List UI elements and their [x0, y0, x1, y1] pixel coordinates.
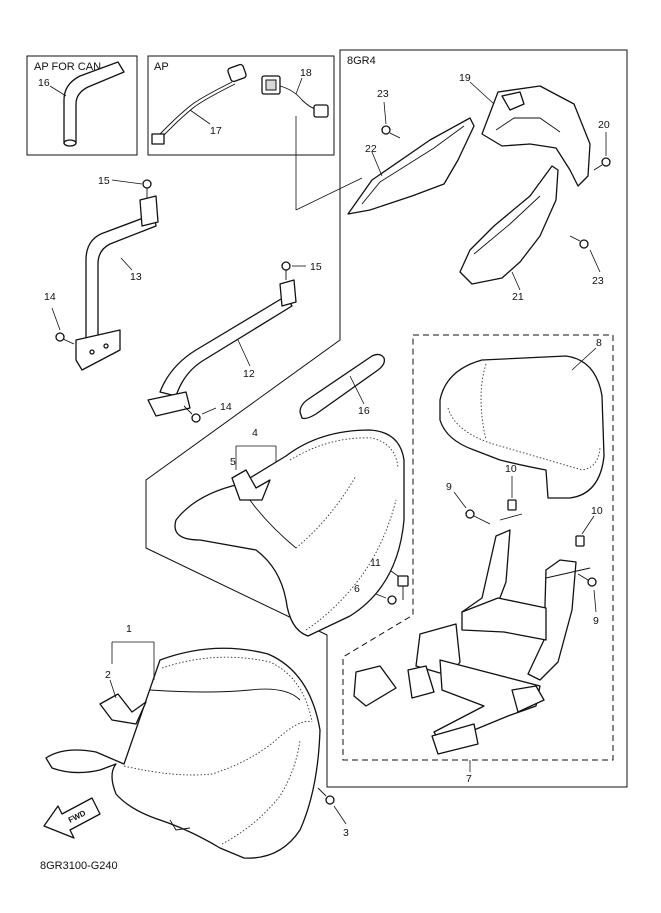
- callout-9-right: 9: [593, 615, 599, 627]
- callout-3: 3: [343, 827, 349, 839]
- callout-16-main: 16: [358, 405, 370, 417]
- sensor-18: [261, 75, 363, 211]
- box-ap: AP: [147, 55, 335, 156]
- collar-10-right: [575, 515, 595, 547]
- callout-6: 6: [354, 583, 360, 595]
- front-seat-1: [45, 641, 321, 859]
- grab-bar-13: [75, 195, 159, 371]
- bolt-14-center: [183, 405, 217, 423]
- bolt-9-left: [453, 491, 491, 525]
- bolt-14-left: [51, 307, 75, 345]
- box-8gr4: 8GR4: [145, 49, 628, 788]
- box-title-ap: AP: [154, 61, 169, 73]
- callout-18: 18: [300, 67, 312, 79]
- backrest-bracket-7: [353, 513, 591, 772]
- grab-bar-12: [147, 279, 297, 417]
- bolt-23-upper: [381, 101, 401, 139]
- bolt-3: [317, 787, 347, 825]
- callout-15-upper: 15: [98, 175, 110, 187]
- callout-2: 2: [105, 669, 111, 681]
- bolt-15-lower: [281, 261, 306, 280]
- callout-16-ap-for-can: 16: [38, 77, 50, 89]
- callout-5: 5: [230, 456, 236, 468]
- callout-8: 8: [596, 337, 602, 349]
- callout-14-left: 14: [44, 291, 56, 303]
- callout-15-lower: 15: [310, 261, 322, 273]
- rear-seat-4: [174, 429, 405, 637]
- callout-11: 11: [370, 557, 381, 569]
- hose-16-ap-for-can: [49, 61, 125, 147]
- bolt-15-upper: [111, 179, 152, 198]
- callout-19: 19: [459, 72, 471, 84]
- bolt-9-right: [577, 573, 597, 613]
- box-ap-for-can: AP FOR CAN: [26, 55, 138, 156]
- side-cover-21: [459, 165, 559, 291]
- callout-1: 1: [126, 623, 132, 635]
- callout-4: 4: [252, 427, 258, 439]
- callout-12: 12: [243, 368, 255, 380]
- fwd-arrow-icon: FWD: [43, 797, 101, 839]
- side-cover-22: [347, 117, 475, 215]
- bolt-20: [593, 132, 611, 171]
- callout-7: 7: [466, 773, 472, 785]
- box-title-ap-for-can: AP FOR CAN: [34, 61, 101, 73]
- callout-14-center: 14: [220, 401, 232, 413]
- wire-harness-17: [151, 63, 247, 145]
- hose-16: [299, 353, 386, 420]
- box-backrest-kit: [342, 334, 614, 761]
- callout-9-left: 9: [446, 481, 452, 493]
- diagram-code: 8GR3100-G240: [40, 860, 118, 872]
- collar-10-left: [507, 476, 517, 511]
- backrest-pad-8: [439, 347, 605, 499]
- callout-23-lower: 23: [592, 275, 604, 287]
- callout-22: 22: [365, 143, 377, 155]
- callout-17: 17: [210, 125, 222, 137]
- callout-20: 20: [598, 119, 610, 131]
- bolt-23-lower: [569, 235, 601, 273]
- callout-10-right: 10: [591, 505, 603, 517]
- tail-cover-19: [469, 81, 591, 187]
- box-title-8gr4: 8GR4: [347, 55, 376, 67]
- callout-23-upper: 23: [377, 88, 389, 100]
- callout-10-left: 10: [505, 463, 517, 475]
- callout-13: 13: [130, 271, 142, 283]
- callout-21: 21: [512, 291, 524, 303]
